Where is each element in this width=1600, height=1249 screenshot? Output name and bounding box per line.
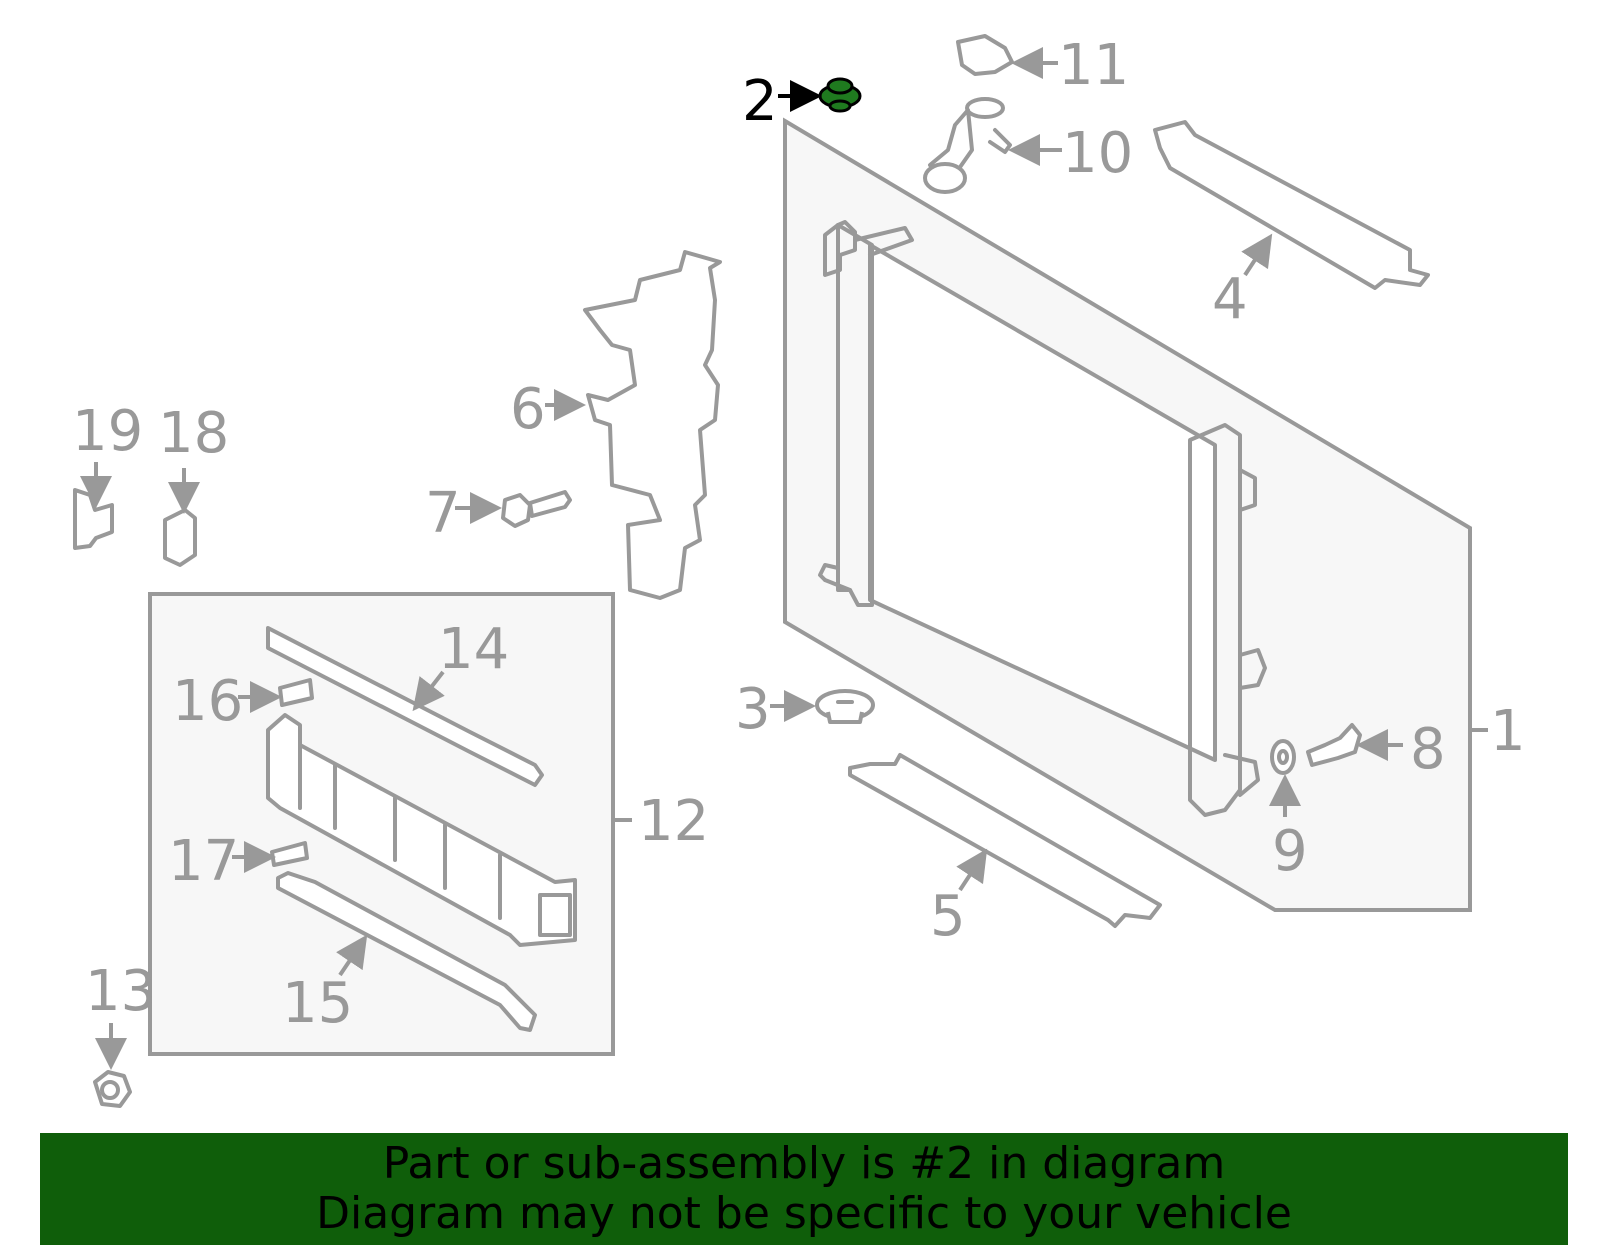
callout-2: 2 — [742, 69, 778, 134]
callout-6: 6 — [510, 377, 546, 442]
callout-19: 19 — [72, 399, 143, 464]
info-banner: Part or sub-assembly is #2 in diagram Di… — [40, 1133, 1568, 1245]
part-10-filler-neck — [923, 97, 1012, 194]
callout-15: 15 — [282, 971, 353, 1036]
part-4-upper-support — [1153, 120, 1430, 290]
callout-14: 14 — [438, 617, 509, 682]
callout-9: 9 — [1272, 819, 1308, 884]
part-9-washer — [1270, 739, 1296, 775]
part-11-cap — [956, 34, 1014, 76]
part-7-bolt — [501, 490, 572, 528]
callout-4: 4 — [1212, 267, 1248, 332]
callout-12: 12 — [638, 789, 709, 854]
part-13-nut — [93, 1070, 132, 1108]
part-18-clip — [163, 508, 197, 567]
callout-11: 11 — [1058, 33, 1129, 98]
callout-10: 10 — [1062, 121, 1133, 186]
radiator-core — [818, 220, 1267, 817]
part-14-upper-seal — [266, 626, 544, 787]
part-5-lower-support — [848, 753, 1162, 928]
callout-18: 18 — [158, 401, 229, 466]
part-6-air-guide — [583, 250, 722, 600]
sub-assembly-bracket — [266, 713, 577, 947]
banner-line-2: Diagram may not be specific to your vehi… — [316, 1188, 1292, 1239]
callout-16: 16 — [172, 669, 243, 734]
callout-17: 17 — [168, 829, 239, 894]
callout-3: 3 — [735, 677, 771, 742]
part-3-cap — [815, 689, 875, 724]
part-2-highlighted-cap[interactable] — [818, 77, 862, 113]
callout-5: 5 — [930, 884, 966, 949]
callout-7: 7 — [425, 481, 461, 546]
callout-13: 13 — [85, 959, 156, 1024]
callout-1: 1 — [1490, 699, 1526, 764]
part-15-lower-seal — [276, 871, 537, 1032]
callout-8: 8 — [1410, 717, 1446, 782]
banner-line-1: Part or sub-assembly is #2 in diagram — [382, 1138, 1226, 1189]
part-19-clip — [73, 488, 114, 550]
